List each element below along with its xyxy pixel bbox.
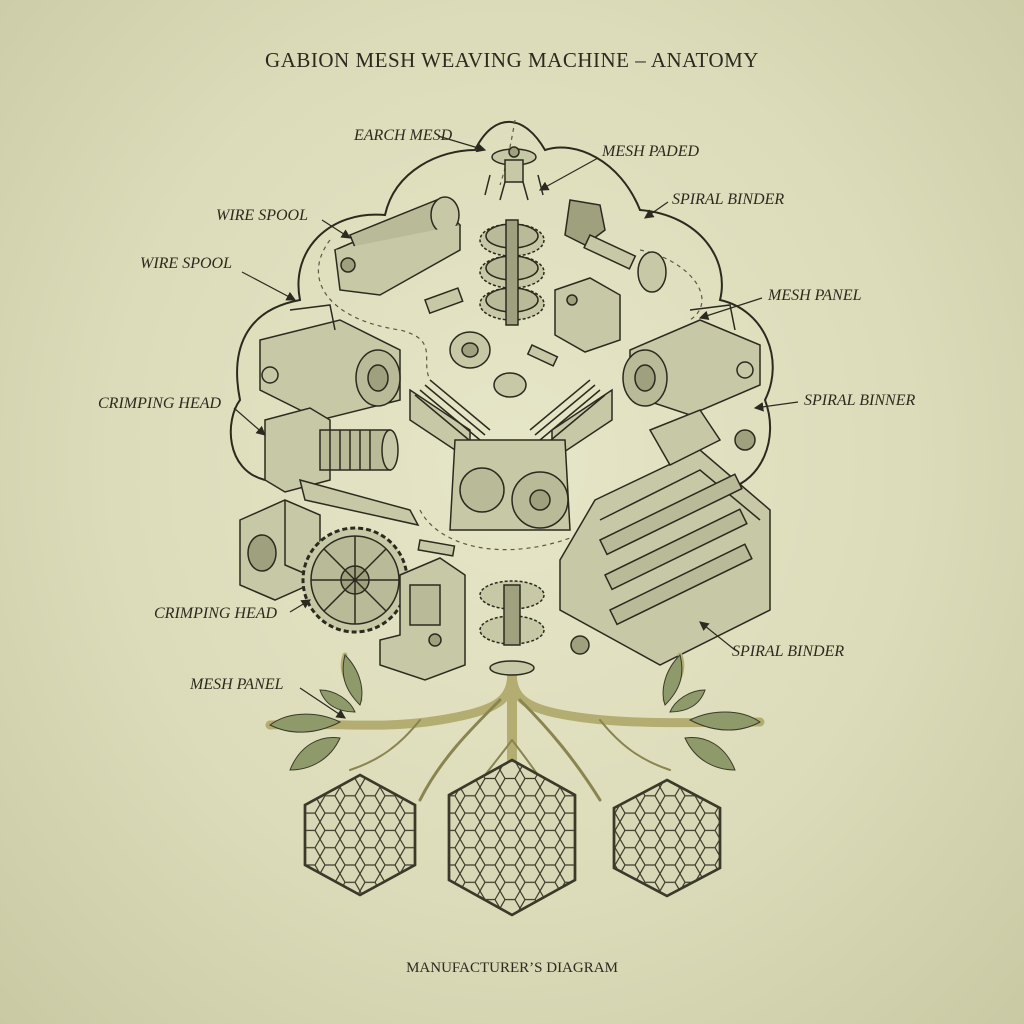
left-crimping-frame: [259, 304, 401, 421]
leaves: [269, 654, 761, 771]
loose-parts: [417, 287, 559, 557]
diagram-title: GABION MESH WEAVING MACHINE – ANATOMY: [265, 48, 759, 72]
label-spiral-binder-top: SPIRAL BINDER: [672, 191, 785, 208]
dashed-flow-top: [499, 119, 516, 186]
label-mesh-panel-left: MESH PANEL: [190, 676, 284, 693]
label-mesh-paded: MESH PADED: [602, 143, 700, 160]
label-crimping-head-1: CRIMPING HEAD: [98, 395, 222, 412]
label-mesh-panel-right: MESH PANEL: [768, 287, 862, 304]
label-spiral-binder-bottom: SPIRAL BINDER: [732, 643, 845, 660]
stacked-gears: [479, 219, 545, 326]
mesh-hexagons: [303, 758, 722, 917]
label-earch-mesd: EARCH MESD: [354, 127, 453, 144]
lower-bracket: [379, 557, 466, 681]
large-gear: [301, 526, 409, 634]
label-wire-spool-1: WIRE SPOOL: [216, 207, 308, 224]
gearbox: [239, 499, 321, 601]
crimping-head-cylinder: [264, 407, 420, 527]
small-gear-stack: [479, 580, 545, 646]
cloud-outline: [229, 120, 774, 489]
central-v-frame: [409, 379, 613, 531]
dashed-flow-left: [317, 239, 431, 381]
diagram-footer: MANUFACTURER’S DIAGRAM: [406, 960, 618, 976]
label-crimping-head-2: CRIMPING HEAD: [154, 605, 278, 622]
mesh-panel-bracket: [554, 277, 621, 353]
leader-lines: [233, 135, 799, 719]
right-crimping-frame: [622, 304, 761, 416]
claw-mechanism: [484, 146, 544, 201]
spiral-binder-top-part: [564, 199, 667, 293]
spiral-binder-frame: [559, 409, 771, 666]
wire-spool-upper: [333, 196, 462, 296]
label-wire-spool-2: WIRE SPOOL: [140, 255, 232, 272]
label-spiral-binner: SPIRAL BINNER: [804, 392, 916, 409]
trunk-collar: [489, 660, 535, 676]
